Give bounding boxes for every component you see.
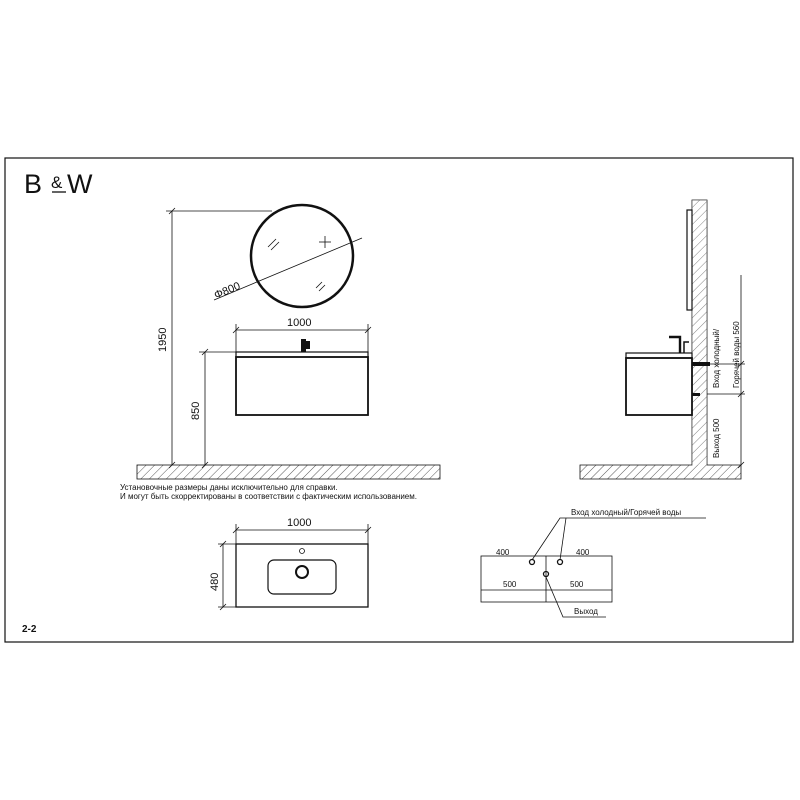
vanity-cabinet: [235, 356, 369, 416]
round-mirror: [249, 203, 355, 309]
cold-inlet-icon: [528, 558, 536, 566]
logo-letter-w: W: [67, 169, 93, 199]
cabinet-width-label: 1000: [287, 317, 311, 329]
basin-outline: [235, 543, 369, 608]
drain-icon: [295, 565, 309, 579]
side-faucet-icon: [669, 335, 689, 353]
left-inlet-offset: 400: [496, 548, 510, 557]
inlet-callout: Вход холодный/Горячей воды: [571, 508, 681, 517]
side-outlet-label: Выход 500: [712, 418, 721, 458]
sheet-border: [4, 157, 794, 643]
right-outlet-offset: 500: [570, 580, 584, 589]
side-cabinet: [625, 357, 693, 416]
top-width-label: 1000: [287, 517, 311, 529]
right-inlet-offset: 400: [576, 548, 590, 557]
wall-plan-outline: [480, 555, 613, 603]
side-mirror-profile: [686, 209, 693, 311]
top-view: 1000 480: [209, 517, 372, 611]
basin-bowl: [267, 559, 337, 595]
left-outlet-offset: 500: [503, 580, 517, 589]
top-depth-label: 480: [209, 573, 221, 591]
logo-letter-b: B: [24, 169, 43, 199]
wall-plan: 400 400 500 500 Вход холодный/Горячей во…: [480, 508, 706, 618]
total-height-label: 1950: [157, 328, 169, 352]
side-inlet-label-2: Горячей воды 560: [732, 321, 741, 388]
logo-ampersand: &: [51, 173, 63, 192]
sheet-number: 2-2: [22, 624, 37, 635]
side-wall-hatch: [579, 199, 742, 480]
side-inlet-label: Вход холодный/: [712, 328, 721, 388]
front-floor-hatch: [136, 464, 441, 480]
hot-inlet-icon: [556, 558, 564, 566]
side-view: Вход холодный/ Горячей воды 560 Выход 50…: [579, 199, 745, 480]
brand-logo: B & W: [24, 169, 93, 199]
mirror-diameter-line: [213, 237, 363, 301]
counter-height-label: 850: [190, 402, 202, 420]
outlet-callout: Выход: [574, 607, 598, 616]
note-line-1: Установочные размеры даны исключительно …: [120, 483, 338, 492]
faucet-icon: [301, 339, 310, 352]
faucet-hole-icon: [299, 548, 305, 554]
outlet-icon: [542, 570, 550, 578]
mirror-diameter-label: Φ800: [212, 280, 242, 302]
note-line-2: И могут быть скорректированы в соответст…: [120, 492, 417, 501]
front-view: Φ800 1000 1950 850: [136, 203, 441, 480]
